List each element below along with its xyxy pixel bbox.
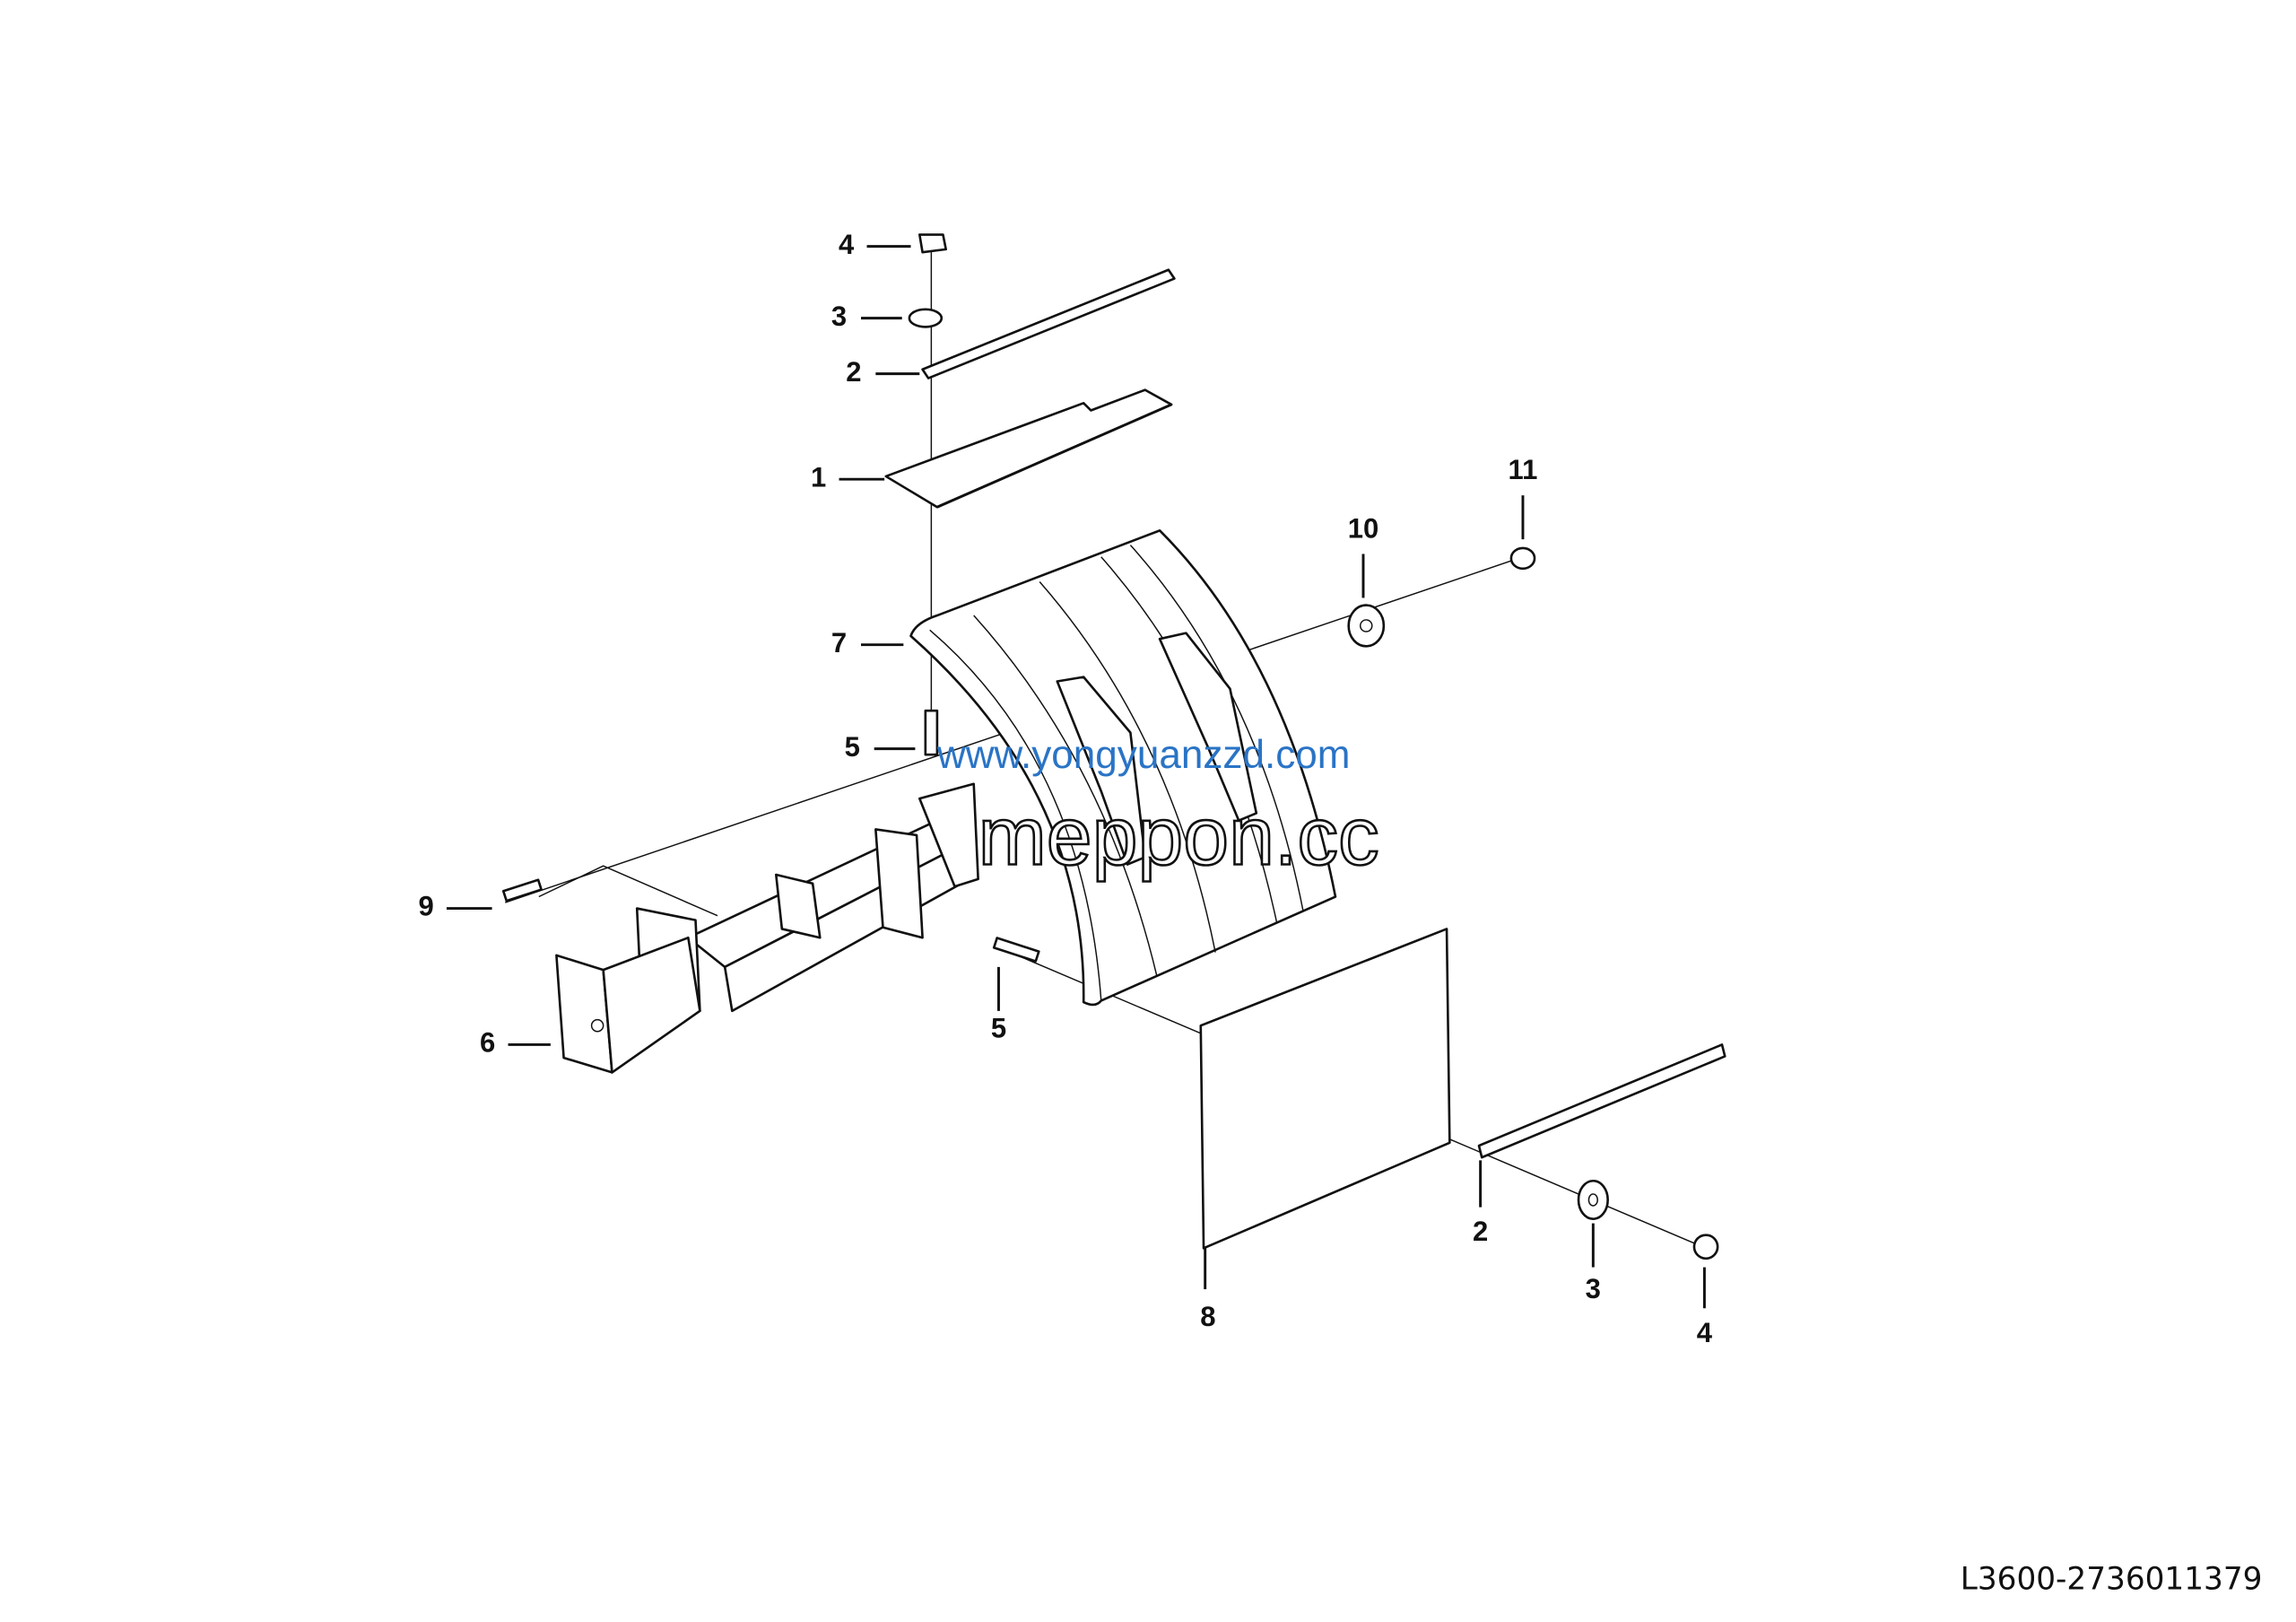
callout-8: 8 <box>1200 1301 1215 1332</box>
mud-flap-part-8 <box>1199 928 1451 1250</box>
strip-part-2-bottom <box>1477 1043 1726 1159</box>
callout-leaders <box>446 245 1706 1309</box>
nut-icon <box>918 233 947 254</box>
drawing-code: L3600-2736011379 <box>1961 1562 2263 1598</box>
callout-4-lower: 4 <box>1697 1317 1713 1348</box>
callout-2-lower: 2 <box>1473 1216 1488 1247</box>
washer-icon <box>908 308 944 328</box>
callout-7: 7 <box>831 627 847 658</box>
callout-11: 11 <box>1509 454 1538 485</box>
mudguard-part-7 <box>909 529 1337 1007</box>
plate-part-1 <box>884 388 1173 509</box>
strip-part-2-top <box>921 268 1176 379</box>
callout-2: 2 <box>846 356 861 388</box>
support-arm-part-6 <box>555 782 979 1074</box>
callout-5-lower: 5 <box>991 1012 1006 1043</box>
watermark-url: www.yongyuanzzd.com <box>936 733 1351 777</box>
watermark-outline: meppon.cc <box>978 791 1379 883</box>
callout-5: 5 <box>845 731 860 763</box>
callout-4: 4 <box>839 229 855 260</box>
callout-1: 1 <box>811 461 826 493</box>
callout-3-lower: 3 <box>1586 1273 1601 1304</box>
hardware <box>501 233 1719 1260</box>
callout-3: 3 <box>831 301 847 332</box>
callout-6: 6 <box>480 1027 495 1059</box>
callout-10: 10 <box>1348 513 1379 545</box>
callout-9: 9 <box>418 891 433 922</box>
